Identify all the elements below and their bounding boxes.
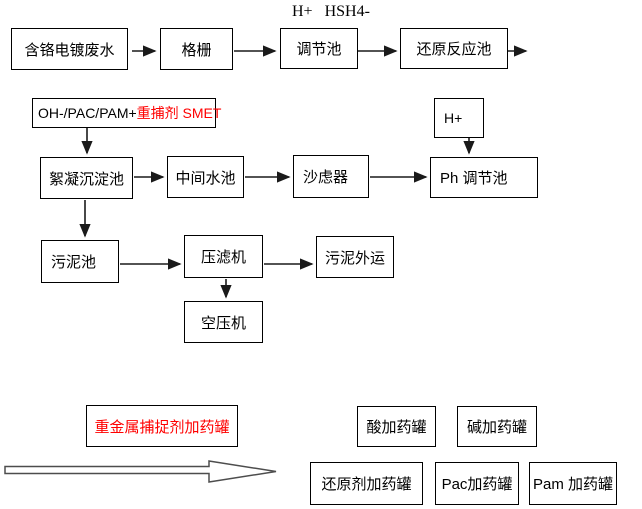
- box-heavy-metal-dosing-tank-label: 重金属捕捉剂加药罐: [94, 418, 230, 436]
- box-alkali-dosing-tank-label: 碱加药罐: [466, 419, 527, 436]
- box-flocculation-sedimentation-pool-label: 絮凝沉淀池: [48, 170, 124, 188]
- box-flocculation-sedimentation-pool: 絮凝沉淀池: [40, 157, 133, 199]
- box-reducer-dosing-tank-label: 还原剂加药罐: [321, 476, 412, 493]
- box-acid-dosing-tank: 酸加药罐: [357, 406, 436, 447]
- box-regulating-pool: 调节池: [280, 28, 358, 69]
- box-filter-press-label: 压滤机: [200, 249, 246, 266]
- box-alkali-dosing-tank: 碱加药罐: [457, 406, 537, 447]
- box-air-compressor-label: 空压机: [200, 314, 246, 332]
- box-chromium-wastewater: 含铬电镀废水: [11, 28, 128, 70]
- box-heavy-metal-dosing-tank: 重金属捕捉剂加药罐: [86, 405, 238, 447]
- box-regulating-pool-label: 调节池: [296, 41, 342, 58]
- box-sand-filter-label: 沙虑器: [303, 169, 349, 186]
- box-dosing-note: OH-/PAC/PAM+重捕剂 SMET: [32, 98, 221, 128]
- box-pam-dosing-tank-label: Pam 加药罐: [532, 476, 613, 493]
- box-reducer-dosing-tank: 还原剂加药罐: [310, 462, 423, 505]
- box-dosing-note-label-red: 重捕剂 SMET: [136, 105, 222, 121]
- box-acid-dosing-tank-label: 酸加药罐: [366, 419, 427, 436]
- chemical-annotation: H+ HSH4-: [292, 3, 370, 20]
- box-pac-dosing-tank: Pac加药罐: [435, 462, 519, 505]
- box-middle-water-pool: 中间水池: [167, 156, 244, 198]
- box-reduction-reaction-pool-label: 还原反应池: [416, 41, 492, 58]
- box-air-compressor: 空压机: [184, 301, 263, 343]
- box-grille-label: 格栅: [181, 41, 212, 59]
- box-sludge-pool-label: 污泥池: [51, 254, 97, 271]
- box-h-plus-label: H+: [444, 110, 463, 126]
- big-hollow-arrow: [4, 460, 277, 483]
- box-ph-regulating-pool: Ph 调节池: [430, 157, 538, 198]
- box-grille: 格栅: [160, 28, 233, 70]
- box-dosing-note-label-black: OH-/PAC/PAM+: [38, 105, 137, 121]
- box-reduction-reaction-pool: 还原反应池: [400, 28, 508, 69]
- box-filter-press: 压滤机: [184, 235, 263, 278]
- box-middle-water-pool-label: 中间水池: [175, 169, 236, 187]
- box-sludge-transport-label: 污泥外运: [324, 249, 385, 267]
- box-ph-regulating-pool-label: Ph 调节池: [440, 170, 508, 187]
- box-sludge-transport: 污泥外运: [316, 236, 394, 278]
- box-pac-dosing-tank-label: Pac加药罐: [441, 476, 513, 493]
- box-chromium-wastewater-label: 含铬电镀废水: [24, 41, 115, 59]
- box-sludge-pool: 污泥池: [41, 240, 119, 283]
- box-sand-filter: 沙虑器: [293, 155, 369, 198]
- box-pam-dosing-tank: Pam 加药罐: [529, 462, 617, 505]
- box-h-plus: H+: [434, 98, 484, 138]
